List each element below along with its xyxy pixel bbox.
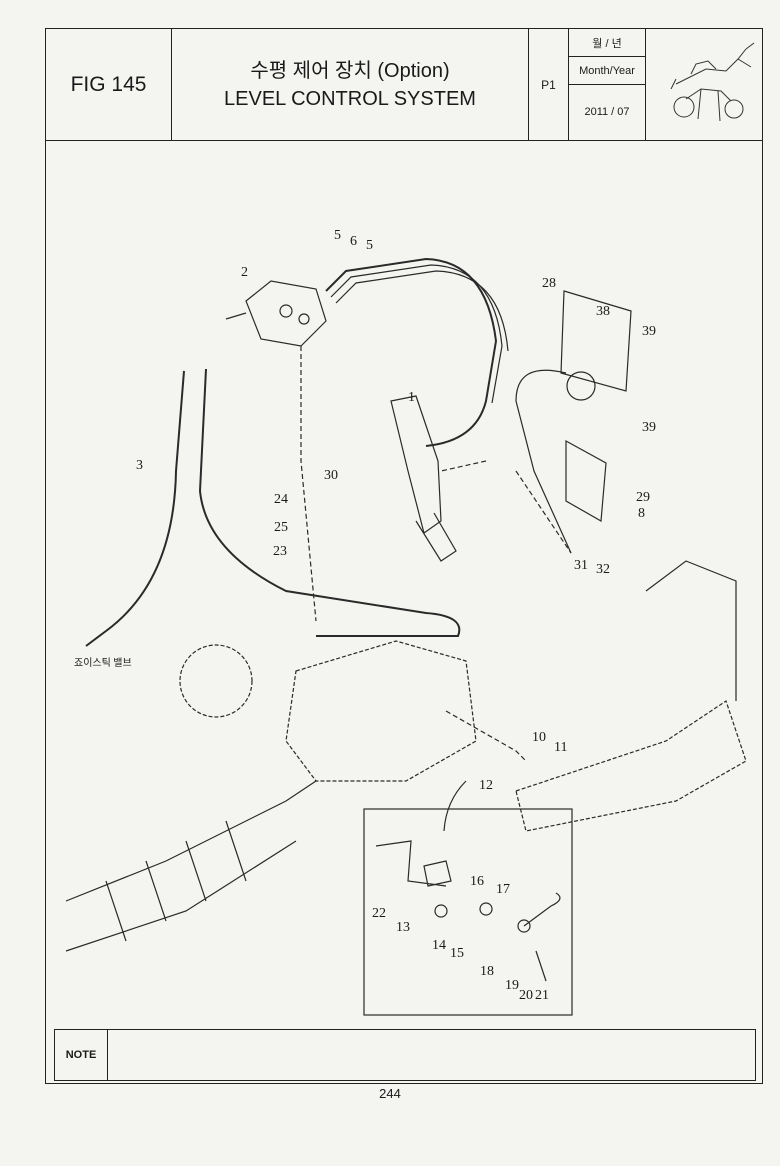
callout-3: 3 [136,458,143,473]
callout-39-bottom: 39 [642,420,656,435]
callout-29: 29 [636,490,650,505]
callout-21: 21 [535,988,549,1003]
exploded-diagram: 1 2 3 5 6 5 8 10 11 12 13 14 15 16 17 18… [46,141,762,1025]
callout-20: 20 [519,988,533,1003]
callout-6: 6 [350,234,357,249]
callout-39-top: 39 [642,324,656,339]
title-korean: 수평 제어 장치 (Option) [250,59,450,82]
sensor-bracket [560,290,632,392]
title-english: LEVEL CONTROL SYSTEM [224,87,476,110]
page-code: P1 [529,29,569,140]
callout-15: 15 [450,946,464,961]
tractor-sketch-icon [670,42,755,122]
control-valve [245,280,327,347]
callout-25: 25 [274,520,288,535]
transmission-housing [285,640,477,782]
parts-drawing: 1 2 3 5 6 5 8 10 11 12 13 14 15 16 17 18… [65,228,747,1016]
callout-19: 19 [505,978,519,993]
page-number: 244 [379,1086,401,1101]
callout-11: 11 [554,740,567,755]
callout-23: 23 [273,544,287,559]
figure-title: 수평 제어 장치 (Option) LEVEL CONTROL SYSTEM [172,29,529,140]
level-cylinder [390,395,442,534]
note-label: NOTE [55,1030,108,1080]
callout-12: 12 [479,778,493,793]
callout-1: 1 [408,390,415,405]
detail-inset [363,808,573,1016]
title-block: FIG 145 수평 제어 장치 (Option) LEVEL CONTROL … [46,29,762,141]
joystick-valve-label: 죠이스틱 밸브 [74,657,132,669]
date-block: 월 / 년 Month/Year 2011 / 07 [569,29,646,140]
callout-24: 24 [274,492,288,507]
callout-22: 22 [372,906,386,921]
callout-10: 10 [532,730,546,745]
callout-30: 30 [324,468,338,483]
callout-32: 32 [596,562,610,577]
callout-2: 2 [241,265,248,280]
callout-31: 31 [574,558,588,573]
callout-18: 18 [480,964,494,979]
callout-38: 38 [596,304,610,319]
callout-8: 8 [638,506,645,521]
date-header-korean: 월 / 년 [569,29,645,57]
date-value: 2011 / 07 [584,106,630,118]
tractor-logo [646,29,762,140]
note-box: NOTE [54,1029,756,1081]
figure-number: FIG 145 [46,29,172,140]
callout-5b: 5 [366,238,373,253]
callout-17: 17 [496,882,510,897]
callout-28: 28 [542,276,556,291]
callout-5: 5 [334,228,341,243]
page-frame: FIG 145 수평 제어 장치 (Option) LEVEL CONTROL … [45,28,763,1084]
callout-14: 14 [432,938,446,953]
callout-13: 13 [396,920,410,935]
date-header-english: Month/Year [569,57,645,85]
callout-16: 16 [470,874,484,889]
